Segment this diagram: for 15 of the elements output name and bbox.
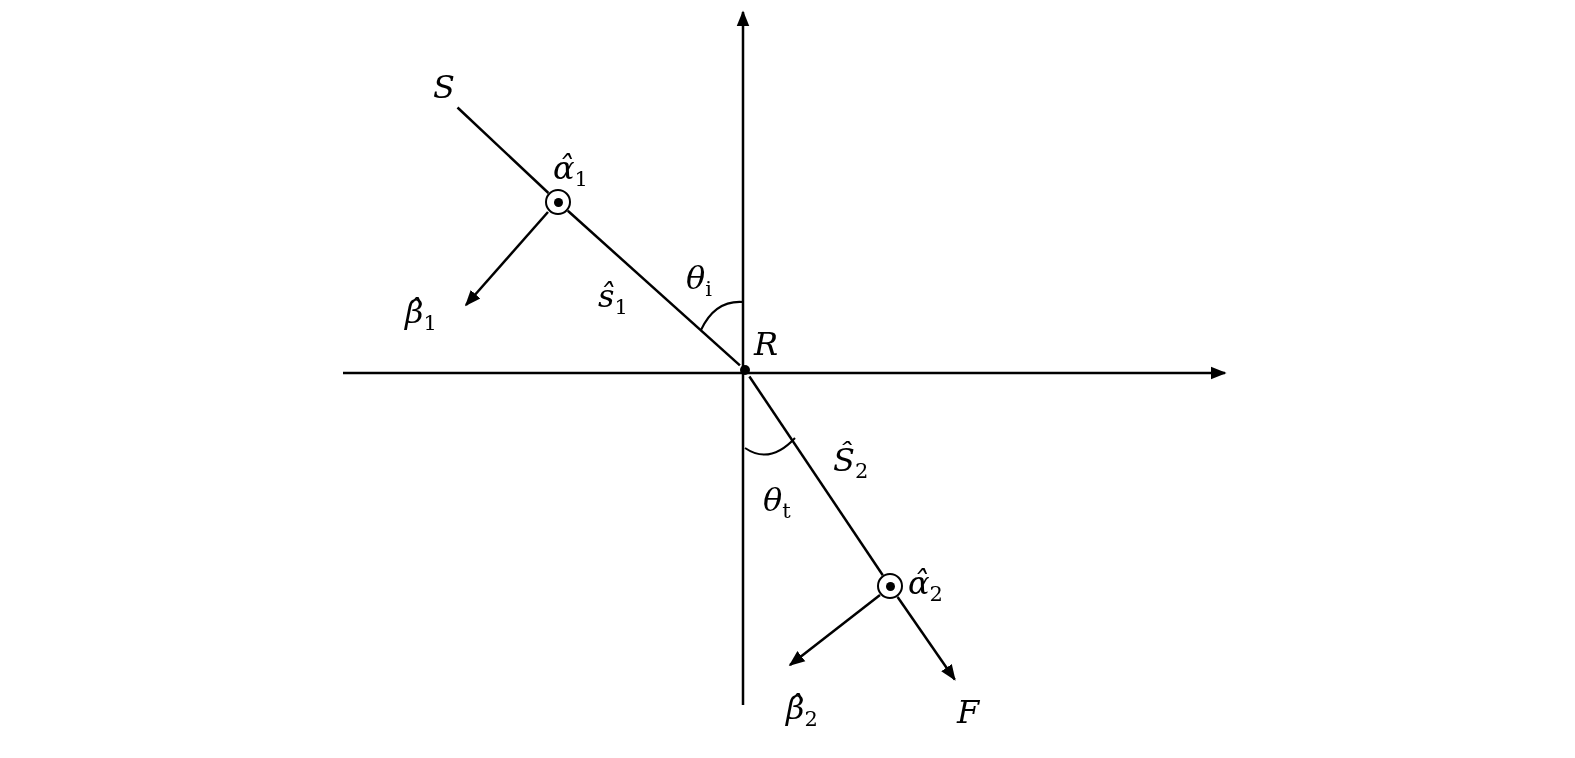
vector-label: α̂$_{1}$ bbox=[553, 148, 588, 194]
point-label: R bbox=[754, 324, 779, 365]
ray-line bbox=[748, 375, 884, 576]
vector-label: α̂$_{2}$ bbox=[908, 563, 943, 609]
polarization-dot-symbol bbox=[877, 573, 903, 599]
ray-line bbox=[896, 596, 956, 681]
polarization-dot-symbol bbox=[545, 189, 571, 215]
point-label: S bbox=[433, 67, 455, 108]
point-label: F bbox=[957, 692, 980, 733]
vector-label: β̂$_{2}$ bbox=[786, 688, 818, 734]
vector-label: β̂$_{1}$ bbox=[405, 292, 437, 338]
vector-label: θ$_{i}$ bbox=[686, 258, 712, 304]
ray-line bbox=[566, 209, 741, 367]
vector-label: θ$_{t}$ bbox=[763, 480, 791, 526]
ray-line bbox=[456, 106, 550, 194]
